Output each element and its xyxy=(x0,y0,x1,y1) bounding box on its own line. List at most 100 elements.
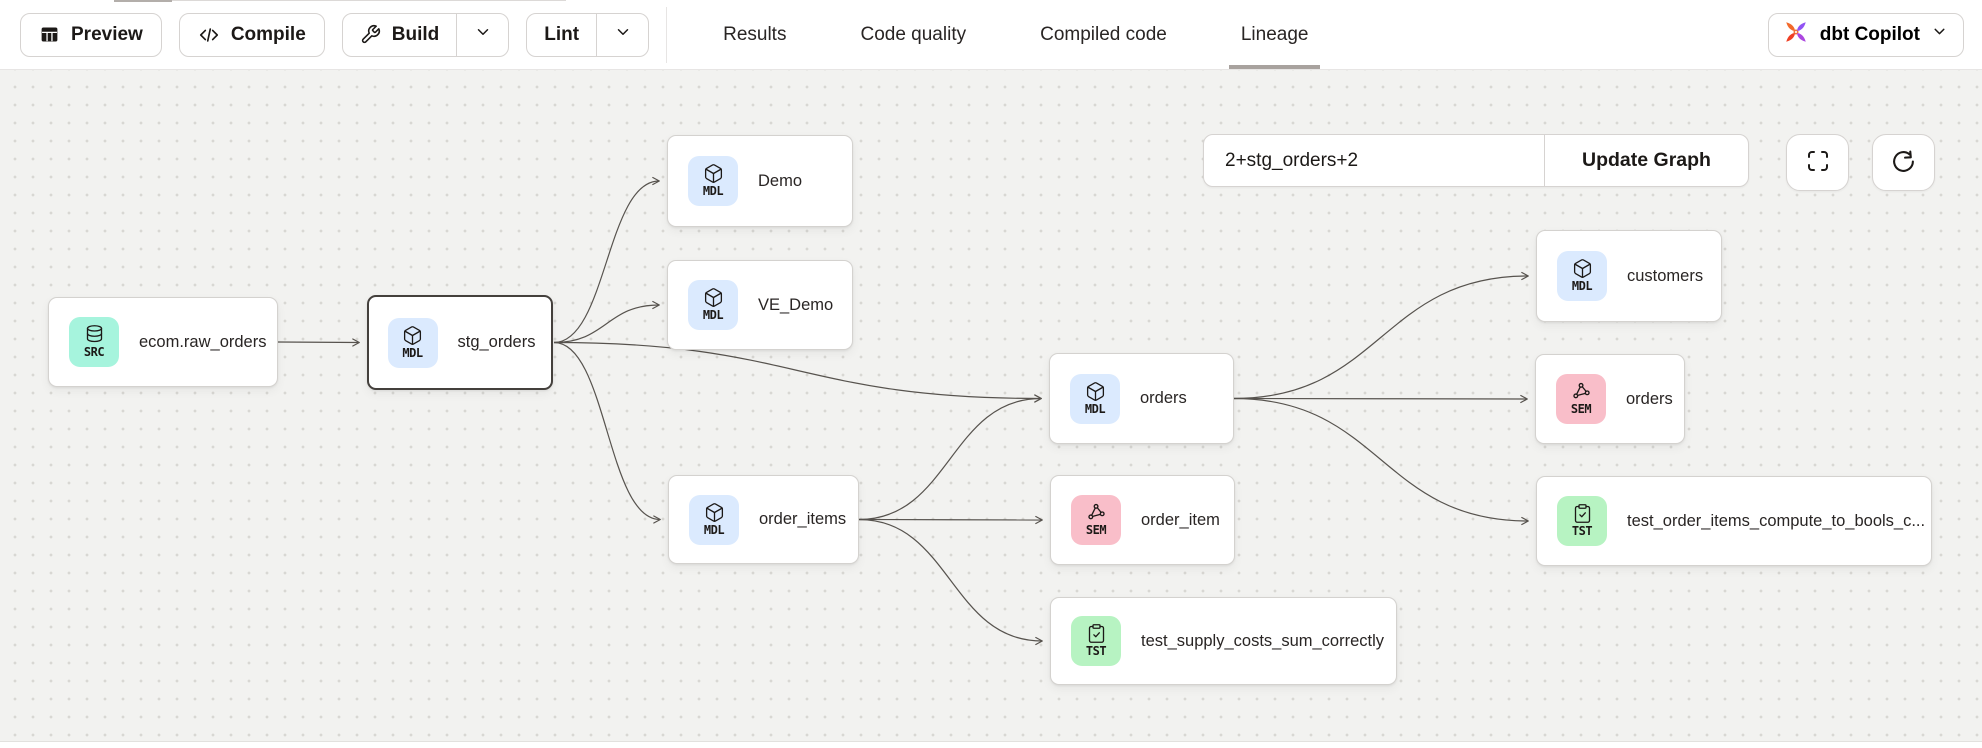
lineage-node-order_items[interactable]: MDL order_items xyxy=(668,475,859,564)
build-button[interactable]: Build xyxy=(343,14,457,56)
node-type-badge: TST xyxy=(1557,496,1607,546)
tab-label: Lineage xyxy=(1241,24,1309,46)
lineage-edge-stg_orders-to-demo xyxy=(554,181,659,343)
model-cube-icon xyxy=(703,287,724,308)
node-label: order_item xyxy=(1141,511,1234,530)
node-type-badge: MDL xyxy=(689,495,739,545)
model-cube-icon xyxy=(703,163,724,184)
lineage-edge-stg_orders-to-orders_mdl xyxy=(554,343,1041,399)
table-icon xyxy=(39,24,60,45)
node-label: Demo xyxy=(758,172,816,191)
model-cube-icon xyxy=(402,325,423,346)
lineage-edge-orders_mdl-to-customers xyxy=(1234,276,1528,399)
build-label: Build xyxy=(392,24,440,46)
node-label: order_items xyxy=(759,510,858,529)
lineage-edge-ecom_raw_orders-to-stg_orders xyxy=(278,342,359,343)
fullscreen-icon xyxy=(1806,149,1830,176)
lineage-node-ecom_raw_orders[interactable]: SRC ecom.raw_orders xyxy=(48,297,278,387)
compile-button[interactable]: Compile xyxy=(179,13,325,57)
fullscreen-button[interactable] xyxy=(1786,134,1849,191)
preview-label: Preview xyxy=(71,24,143,46)
lineage-node-ve_demo[interactable]: MDL VE_Demo xyxy=(667,260,853,350)
tab-label: Code quality xyxy=(860,24,966,46)
node-label: test_supply_costs_sum_correctly xyxy=(1141,632,1396,651)
node-type-badge: TST xyxy=(1071,616,1121,666)
lineage-edge-stg_orders-to-ve_demo xyxy=(554,305,659,343)
lineage-edge-stg_orders-to-order_items xyxy=(554,343,660,520)
update-graph-button[interactable]: Update Graph xyxy=(1545,135,1748,186)
node-type-label: MDL xyxy=(703,309,723,322)
refresh-button[interactable] xyxy=(1872,134,1935,191)
lineage-canvas[interactable]: 2+stg_orders+2 Update Graph SRC ecom.raw_… xyxy=(0,70,1982,742)
lineage-edge-orders_mdl-to-test_order_items xyxy=(1234,399,1528,522)
node-type-label: MDL xyxy=(402,347,422,360)
lineage-node-demo[interactable]: MDL Demo xyxy=(667,135,853,227)
tab-lineage[interactable]: Lineage xyxy=(1231,0,1319,69)
model-cube-icon xyxy=(1572,258,1593,279)
database-icon xyxy=(84,324,105,345)
lineage-node-test_supply[interactable]: TST test_supply_costs_sum_correctly xyxy=(1050,597,1397,685)
node-label: test_order_items_compute_to_bools_c... xyxy=(1627,512,1931,531)
node-label: customers xyxy=(1627,267,1717,286)
bottom-strip xyxy=(0,742,1982,747)
compile-label: Compile xyxy=(231,24,306,46)
node-type-label: TST xyxy=(1572,525,1592,538)
node-label: orders xyxy=(1626,390,1684,409)
model-cube-icon xyxy=(1085,381,1106,402)
node-type-label: MDL xyxy=(1572,280,1592,293)
test-clipboard-icon xyxy=(1572,503,1593,524)
lineage-edge-order_items-to-order_item_sem xyxy=(859,520,1042,521)
node-label: VE_Demo xyxy=(758,296,847,315)
lineage-node-test_order_items[interactable]: TST test_order_items_compute_to_bools_c..… xyxy=(1536,476,1932,566)
lineage-node-orders_mdl[interactable]: MDLorders xyxy=(1049,353,1234,444)
node-type-label: SEM xyxy=(1571,403,1591,416)
lineage-node-customers[interactable]: MDL customers xyxy=(1536,230,1722,322)
node-type-badge: MDL xyxy=(388,318,438,368)
node-label: stg_orders xyxy=(458,333,550,352)
preview-button[interactable]: Preview xyxy=(20,13,162,57)
node-type-badge: SEM xyxy=(1556,374,1606,424)
lineage-edge-orders_mdl-to-orders_sem xyxy=(1234,399,1527,400)
node-type-label: SRC xyxy=(84,346,104,359)
build-dropdown-button[interactable] xyxy=(456,14,508,56)
top-toolbar: Preview Compile Build Lint xyxy=(0,0,1982,70)
dbt-copilot-button[interactable]: dbt Copilot xyxy=(1768,13,1964,57)
tab-strip-remnant xyxy=(114,0,172,2)
toolbar-divider xyxy=(666,7,667,63)
node-label: ecom.raw_orders xyxy=(139,333,277,352)
lineage-edge-order_items-to-orders_mdl xyxy=(859,399,1041,520)
tab-strip-remnant-line xyxy=(172,0,566,1)
node-type-badge: MDL xyxy=(688,156,738,206)
wrench-icon xyxy=(360,24,381,45)
tab-label: Compiled code xyxy=(1040,24,1167,46)
lineage-edge-order_items-to-test_supply xyxy=(859,520,1042,642)
lineage-selector-group: 2+stg_orders+2 Update Graph xyxy=(1203,134,1749,187)
node-type-label: SEM xyxy=(1086,524,1106,537)
lint-split-button: Lint xyxy=(526,13,649,57)
refresh-icon xyxy=(1891,149,1916,177)
chevron-down-icon xyxy=(614,23,632,47)
build-split-button: Build xyxy=(342,13,510,57)
lint-dropdown-button[interactable] xyxy=(596,14,648,56)
lint-label: Lint xyxy=(544,24,579,46)
node-type-badge: MDL xyxy=(1557,251,1607,301)
node-type-label: MDL xyxy=(704,524,724,537)
semantic-network-icon xyxy=(1086,502,1107,523)
lint-button[interactable]: Lint xyxy=(527,14,596,56)
test-clipboard-icon xyxy=(1086,623,1107,644)
chevron-down-icon xyxy=(1931,23,1948,46)
tab-compiled-code[interactable]: Compiled code xyxy=(1030,0,1177,69)
lineage-node-stg_orders[interactable]: MDL stg_orders xyxy=(367,295,553,390)
chevron-down-icon xyxy=(474,23,492,47)
node-type-badge: MDL xyxy=(1070,374,1120,424)
model-cube-icon xyxy=(704,502,725,523)
tab-code-quality[interactable]: Code quality xyxy=(850,0,976,69)
tab-results[interactable]: Results xyxy=(713,0,796,69)
node-type-label: TST xyxy=(1086,645,1106,658)
node-type-badge: MDL xyxy=(688,280,738,330)
code-icon xyxy=(198,24,220,46)
result-tabs: Results Code quality Compiled code Linea… xyxy=(713,0,1318,69)
lineage-node-order_item_sem[interactable]: SEM order_item xyxy=(1050,475,1235,565)
lineage-node-orders_sem[interactable]: SEM orders xyxy=(1535,354,1685,444)
lineage-selector-input[interactable]: 2+stg_orders+2 xyxy=(1204,135,1545,186)
